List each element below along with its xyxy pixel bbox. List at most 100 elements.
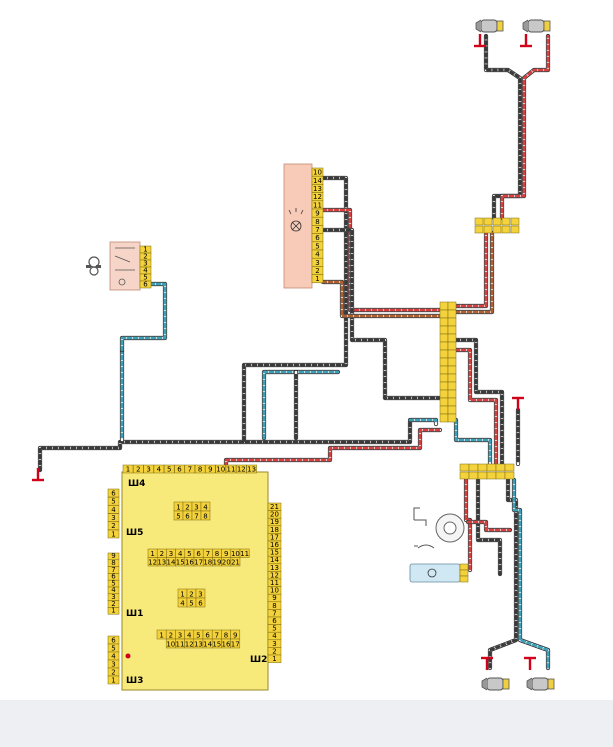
grid-c-r2-5: 5 bbox=[186, 597, 197, 607]
rear-connector-cell-4-1 bbox=[510, 225, 520, 234]
sh3-pin-4: 4 bbox=[107, 651, 120, 660]
door-switch bbox=[409, 563, 469, 583]
sh5-pin-2-label: 2 bbox=[111, 522, 115, 530]
top-pin-2: 2 bbox=[133, 464, 144, 473]
vertical-connector-cell-0-6 bbox=[439, 349, 449, 359]
sh3-pin-4-label: 4 bbox=[111, 652, 116, 660]
right-pin-17-label: 17 bbox=[270, 533, 279, 541]
grid-d-r2-16: 16 bbox=[221, 638, 231, 648]
sensor-red-wire bbox=[463, 477, 473, 573]
sh5-pin-6: 6 bbox=[107, 488, 120, 497]
door-pin-2 bbox=[459, 569, 469, 577]
horizontal-connector-cell-5-1 bbox=[504, 471, 515, 480]
right-pin-2-label: 2 bbox=[272, 647, 276, 655]
sh3-pin-5-label: 5 bbox=[111, 644, 115, 652]
top-pin-12: 12 bbox=[236, 464, 247, 473]
horizontal-connector-cell-2-1 bbox=[477, 471, 488, 480]
grid-b-r1-8: 8 bbox=[212, 548, 222, 558]
conn-down-wire-2 bbox=[453, 347, 499, 467]
sh5-pin-3-label: 3 bbox=[111, 514, 115, 522]
cluster-pin-7-label: 7 bbox=[315, 226, 319, 234]
grid-c-r2-5-label: 5 bbox=[189, 599, 193, 607]
grid-a-r1-1-label: 1 bbox=[176, 503, 180, 511]
cluster-pin-12-label: 12 bbox=[313, 193, 322, 201]
sh1-pin-6-label: 6 bbox=[111, 573, 116, 581]
grid-d-r1-4: 4 bbox=[184, 629, 195, 639]
rear-connector-cell-2-1 bbox=[492, 225, 502, 234]
cluster-blue-wire bbox=[261, 369, 341, 441]
connector-vertical-center bbox=[439, 301, 457, 423]
cluster-to-conn-wire bbox=[320, 227, 443, 401]
vertical-connector-cell-0-11 bbox=[439, 389, 449, 399]
door-pin-1 bbox=[459, 563, 469, 571]
connector-rear-upper bbox=[474, 217, 520, 234]
door-switch-pins bbox=[459, 563, 469, 583]
vertical-connector-cell-0-10 bbox=[439, 381, 449, 391]
grid-b-r1-6-label: 6 bbox=[196, 550, 201, 558]
vertical-connector-cell-0-12 bbox=[439, 397, 449, 407]
grid-b-r1-9: 9 bbox=[221, 548, 232, 558]
vertical-connector-cell-0-0 bbox=[439, 301, 449, 311]
cluster-pin-9-label: 9 bbox=[315, 210, 319, 218]
grid-d-r1-1: 1 bbox=[156, 629, 167, 639]
sh5-pin-1-label: 1 bbox=[111, 530, 115, 538]
grid-d-r1-2-label: 2 bbox=[169, 631, 173, 639]
right-pin-7-label: 7 bbox=[272, 609, 276, 617]
vertical-connector-cell-0-9 bbox=[439, 373, 449, 383]
grid-c-r1-1-label: 1 bbox=[180, 590, 184, 598]
sh1-pin-7-label: 7 bbox=[111, 566, 115, 574]
right-pin-18-label: 18 bbox=[270, 526, 279, 534]
grid-b-r2-13: 13 bbox=[156, 557, 167, 566]
grid-a-r1-3: 3 bbox=[191, 501, 202, 511]
ground-rear-right-icon bbox=[520, 34, 532, 48]
sh1-pin-9-label: 9 bbox=[111, 552, 115, 560]
right-pin-4-label: 4 bbox=[272, 632, 277, 640]
cluster-pin-9: 9 bbox=[311, 208, 324, 218]
grid-b-r2-20: 20 bbox=[221, 557, 232, 566]
vertical-connector-cell-1-10 bbox=[447, 381, 457, 391]
grid-a-r2-8: 8 bbox=[200, 510, 211, 520]
right-pin-3-label: 3 bbox=[272, 640, 276, 648]
cluster-brown-wire bbox=[320, 279, 443, 319]
top-pin-11-label: 11 bbox=[227, 465, 236, 473]
right-pin-12-label: 12 bbox=[270, 571, 279, 579]
grid-a-r1-2-label: 2 bbox=[185, 503, 189, 511]
switch-pin-6-label: 6 bbox=[143, 280, 148, 288]
cluster-pin-6: 6 bbox=[311, 233, 324, 242]
rear-connector-cell-1-0 bbox=[483, 217, 493, 226]
seat-sensor-wire bbox=[465, 519, 513, 533]
grid-b-r2-19: 19 bbox=[212, 557, 222, 566]
sh1-pin-4-label: 4 bbox=[111, 586, 116, 594]
grid-b-r2-17: 17 bbox=[193, 557, 204, 566]
cluster-pin-5-label: 5 bbox=[315, 242, 319, 250]
switch-pin-5-label: 5 bbox=[143, 273, 147, 281]
top-pin-8: 8 bbox=[194, 464, 206, 473]
grid-d-r2-17: 17 bbox=[230, 638, 241, 648]
sh3-pin-2: 2 bbox=[107, 667, 120, 676]
right-pin-9-label: 9 bbox=[272, 594, 276, 602]
top-pin-13: 13 bbox=[246, 464, 257, 473]
cluster-pin-5: 5 bbox=[311, 241, 324, 250]
sensor-inner-ring bbox=[443, 521, 457, 535]
rear-connector-cell-2-0 bbox=[492, 217, 502, 226]
conn-down-wire-3 bbox=[453, 417, 493, 467]
grid-b-r1-10: 10 bbox=[230, 548, 241, 558]
grid-d-r1-7: 7 bbox=[211, 629, 222, 639]
sh3-pin-3-label: 3 bbox=[111, 660, 115, 668]
grid-d-r1-6: 6 bbox=[202, 629, 213, 639]
vertical-connector-cell-0-14 bbox=[439, 413, 449, 423]
sh1-pin-8-label: 8 bbox=[111, 559, 115, 567]
grid-b-r2-21: 21 bbox=[230, 557, 241, 566]
grid-c-r1-2-label: 2 bbox=[189, 590, 193, 598]
right-pin-15-label: 15 bbox=[270, 549, 279, 557]
vertical-connector-cell-1-2 bbox=[447, 317, 457, 327]
top-pin-4: 4 bbox=[153, 464, 165, 473]
grid-d-r2-15: 15 bbox=[211, 638, 222, 648]
switch-pin-4-label: 4 bbox=[143, 266, 148, 274]
top-pin-6: 6 bbox=[174, 464, 185, 473]
vertical-connector-cell-1-6 bbox=[447, 349, 457, 359]
right-pin-8-label: 8 bbox=[272, 602, 276, 610]
